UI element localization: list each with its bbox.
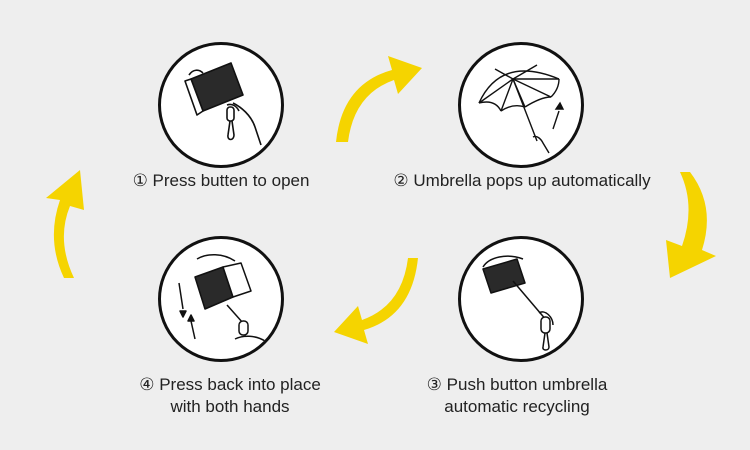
cycle-arrow-icon	[336, 56, 422, 142]
step-3-text-line-1: Push button umbrella	[446, 375, 608, 394]
open-umbrella-icon	[478, 64, 565, 154]
hands-folding-umbrella-icon	[178, 254, 266, 342]
closing-umbrella-icon	[482, 255, 554, 351]
step-3-illustration	[458, 236, 584, 362]
hand-press-umbrella-icon	[184, 62, 262, 146]
cycle-arrow-icon	[46, 170, 84, 278]
step-4-number: ④	[139, 375, 155, 394]
arrow-step-1-to-2	[328, 50, 424, 146]
step-1-number: ①	[132, 171, 148, 190]
arrow-step-3-to-4	[332, 254, 428, 350]
step-1-text: Press butten to open	[152, 171, 310, 190]
step-3-text-line-2: automatic recycling	[444, 397, 590, 416]
step-2-illustration	[458, 42, 584, 168]
step-4-text-line-2: with both hands	[170, 397, 290, 416]
step-1-illustration	[158, 42, 284, 168]
arrow-step-2-to-3	[662, 168, 738, 284]
step-4-caption: ④ Press back into place with both hands	[112, 374, 348, 418]
step-4-illustration	[158, 236, 284, 362]
step-2-caption: ② Umbrella pops up automatically	[380, 170, 664, 192]
step-3-number: ③	[426, 375, 442, 394]
step-4-text-line-1: Press back into place	[159, 375, 321, 394]
cycle-arrow-icon	[334, 258, 418, 344]
step-3-caption: ③ Push button umbrella automatic recycli…	[400, 374, 634, 418]
step-1-caption: ① Press butten to open	[118, 170, 324, 192]
step-2-text: Umbrella pops up automatically	[413, 171, 651, 190]
step-2-number: ②	[393, 171, 409, 190]
arrow-step-4-to-1	[44, 168, 92, 280]
cycle-arrow-icon	[666, 172, 716, 278]
